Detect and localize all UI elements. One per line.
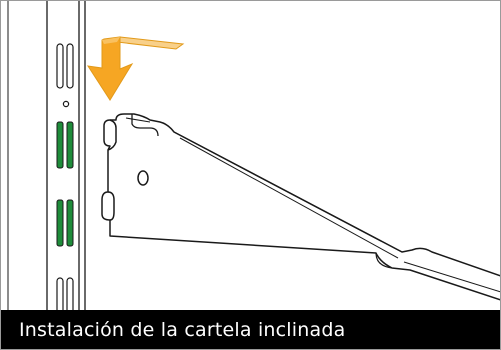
inclined-bracket xyxy=(101,113,501,301)
wall-upright xyxy=(7,0,86,310)
caption-bar: Instalación de la cartela inclinada xyxy=(0,310,501,350)
down-arrow-icon xyxy=(86,36,185,101)
caption-text: Instalación de la cartela inclinada xyxy=(19,319,346,341)
upright-hole xyxy=(62,100,70,108)
upright-slots-engaged xyxy=(56,121,74,247)
upright-slots-top xyxy=(56,43,74,89)
